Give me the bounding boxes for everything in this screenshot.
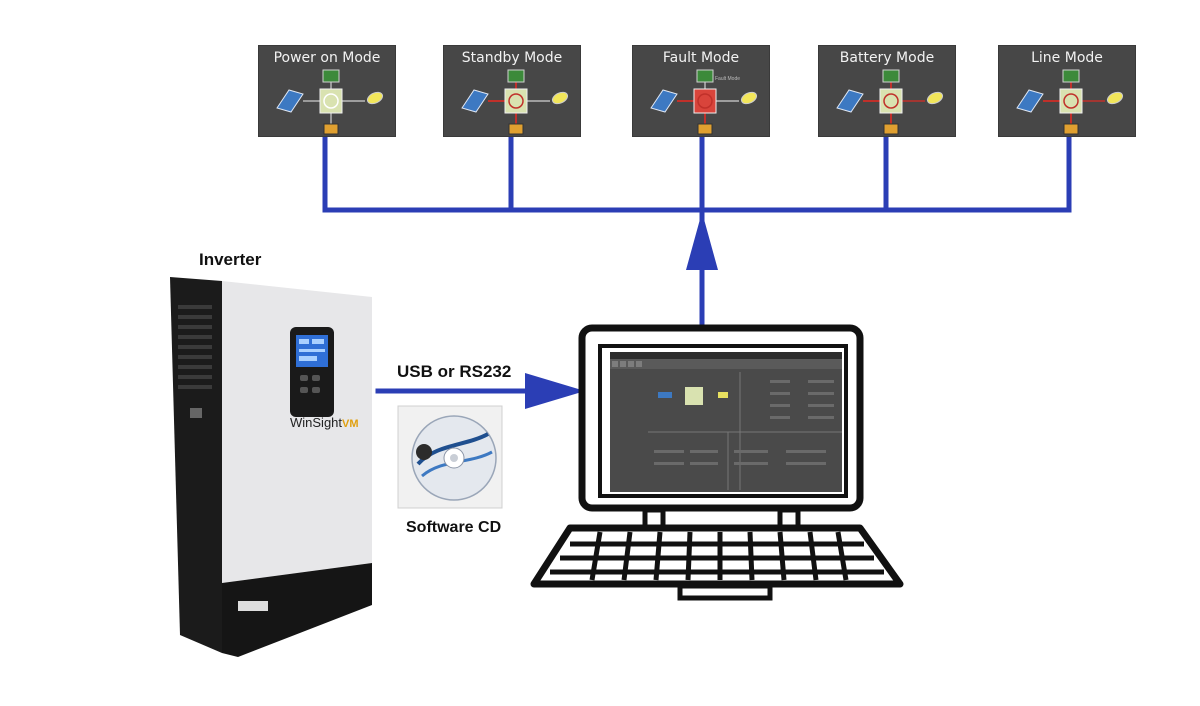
grid-tower-icon xyxy=(696,69,714,83)
mode-panel-fault: Fault Mode Fault Mode xyxy=(632,45,770,137)
solar-panel-icon xyxy=(836,89,864,113)
inverter-brand: WinSightVM xyxy=(290,415,359,430)
computer-device xyxy=(530,324,904,601)
mode-title: Battery Mode xyxy=(839,50,935,66)
cd-disc-icon xyxy=(397,405,503,509)
mode-title: Power on Mode xyxy=(273,50,381,66)
mode-panel-battery: Battery Mode xyxy=(818,45,956,137)
light-bulb-icon xyxy=(740,91,758,105)
inverter-device: WinSightVM xyxy=(170,277,372,657)
battery-icon xyxy=(323,123,339,135)
mode-title: Line Mode xyxy=(1031,50,1103,66)
right-arrow-head xyxy=(525,373,585,409)
battery-icon xyxy=(508,123,524,135)
inverter-unit-icon xyxy=(879,88,903,114)
mode-panel-line: Line Mode xyxy=(998,45,1136,137)
light-bulb-icon xyxy=(926,91,944,105)
battery-icon xyxy=(697,123,713,135)
mode-title: Fault Mode xyxy=(662,50,740,66)
solar-panel-icon xyxy=(1016,89,1044,113)
fault-note: Fault Mode xyxy=(715,76,741,82)
mode-panel-standby: Standby Mode xyxy=(443,45,581,137)
solar-panel-icon xyxy=(650,89,678,113)
battery-icon xyxy=(883,123,899,135)
mode-panel-power-on: Power on Mode xyxy=(258,45,396,137)
battery-icon xyxy=(1063,123,1079,135)
connection-label: USB or RS232 xyxy=(397,362,512,381)
up-arrow-head xyxy=(686,212,718,270)
inverter-unit-icon xyxy=(693,88,717,114)
grid-tower-icon xyxy=(322,69,340,83)
light-bulb-icon xyxy=(551,91,569,105)
mode-title: Standby Mode xyxy=(461,50,563,66)
keyboard-icon xyxy=(550,531,884,581)
inverter-unit-icon xyxy=(504,88,528,114)
grid-tower-icon xyxy=(882,69,900,83)
cd-label: Software CD xyxy=(406,519,502,536)
light-bulb-icon xyxy=(1106,91,1124,105)
inverter-label: Inverter xyxy=(199,250,262,269)
grid-tower-icon xyxy=(507,69,525,83)
inverter-unit-icon xyxy=(1059,88,1083,114)
light-bulb-icon xyxy=(366,91,384,105)
solar-panel-icon xyxy=(461,89,489,113)
solar-panel-icon xyxy=(276,89,304,113)
inverter-unit-icon xyxy=(319,88,343,114)
grid-tower-icon xyxy=(1062,69,1080,83)
